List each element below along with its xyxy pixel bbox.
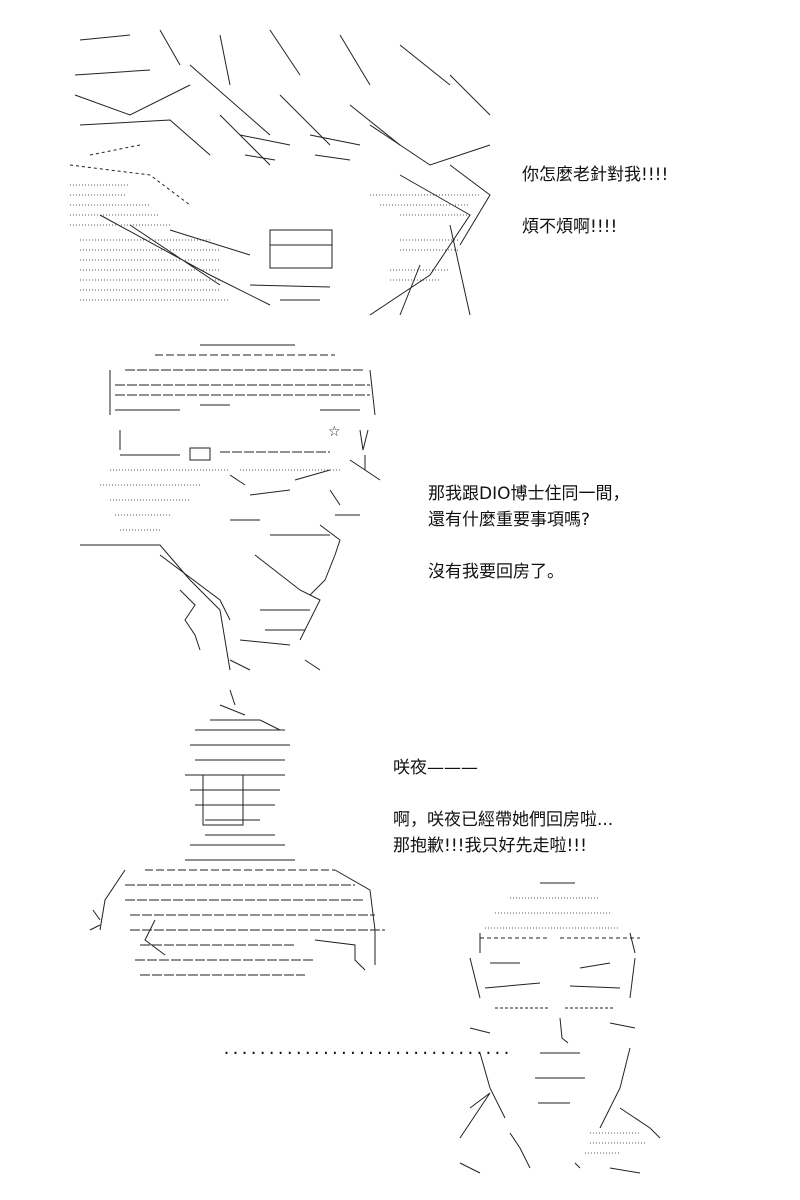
ascii-art-muscular-character <box>85 690 385 980</box>
speech-line: 那抱歉!!!我只好先走啦!!! <box>393 836 587 856</box>
speech-line: 煩不煩啊!!!! <box>522 217 618 237</box>
speech-text-2: 那我跟DIO博士住同一間， 還有什麼重要事項嗎? 沒有我要回房了。 <box>428 481 630 585</box>
speech-line-gap <box>522 188 668 214</box>
speech-line: 咲夜——— <box>393 758 478 778</box>
svg-text:☆: ☆ <box>328 424 341 440</box>
speech-line-gap <box>393 781 613 807</box>
speech-line: 沒有我要回房了。 <box>428 562 564 582</box>
ellipsis-line: ................................ <box>222 1040 511 1058</box>
speech-text-1: 你怎麼老針對我!!!! 煩不煩啊!!!! <box>522 162 668 240</box>
ascii-art-hat-character: ☆ <box>80 340 390 685</box>
speech-text-3: 咲夜——— 啊，咲夜已經帶她們回房啦... 那抱歉!!!我只好先走啦!!! <box>393 755 613 859</box>
speech-line: 你怎麼老針對我!!!! <box>522 165 669 185</box>
speech-line: 還有什麼重要事項嗎? <box>428 510 591 530</box>
ascii-art-angry-face <box>70 25 510 320</box>
speech-line: 啊，咲夜已經帶她們回房啦... <box>393 810 614 830</box>
speech-line-gap <box>428 533 630 559</box>
ascii-art-serious-face <box>450 878 670 1178</box>
speech-line: 那我跟DIO博士住同一間， <box>428 484 630 504</box>
